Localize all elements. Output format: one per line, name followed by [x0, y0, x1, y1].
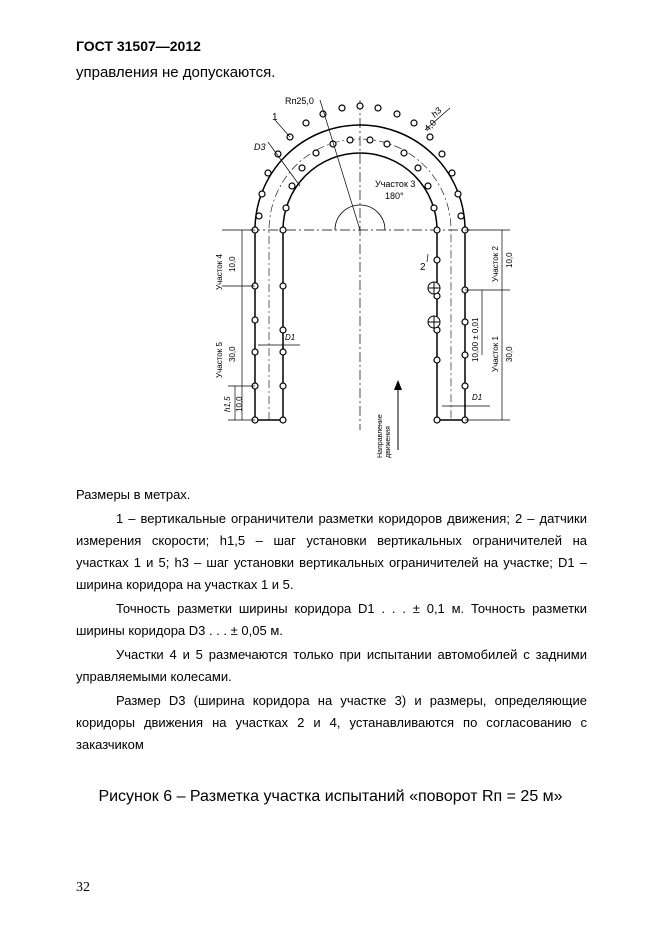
marker-2-label: 2	[420, 262, 426, 273]
section5-label: Участок 5	[215, 342, 224, 378]
section5-length: 30,0	[228, 346, 237, 362]
d3-label: D3	[254, 142, 266, 152]
d1-right-label: D1	[472, 393, 482, 402]
radius-label: Rп25,0	[285, 96, 314, 106]
section2-label: Участок 2	[491, 246, 500, 282]
section4-length: 10,0	[228, 256, 237, 272]
sensor-spacing-label: 10,00 ± 0,01	[471, 317, 480, 362]
sections-paragraph: Участки 4 и 5 размечаются только при исп…	[76, 647, 587, 684]
d1-left-label: D1	[285, 333, 295, 342]
section1-label: Участок 1	[491, 336, 500, 372]
section2-length: 10,0	[505, 252, 514, 268]
track-marking-figure: Rп25,0 1 D3 h3 4,0 Участок 3 180° 2 Учас…	[215, 96, 514, 458]
legend-paragraph: 1 – вертикальные ограничители разметки к…	[76, 511, 587, 592]
units-note: Размеры в метрах.	[76, 487, 191, 502]
h15-value: 10,0	[235, 396, 244, 412]
h3-label: h3	[429, 105, 443, 119]
size-paragraph: Размер D3 (ширина коридора на участке 3)…	[76, 693, 587, 752]
marker-1-label: 1	[272, 112, 278, 123]
direction-label-line2: движения	[385, 426, 392, 458]
section1-length: 30,0	[505, 346, 514, 362]
angle-label: 180°	[385, 191, 404, 201]
section4-label: Участок 4	[215, 254, 224, 290]
figure-caption: Рисунок 6 – Разметка участка испытаний «…	[98, 788, 563, 805]
document-header: ГОСТ 31507—2012	[76, 38, 201, 54]
accuracy-paragraph: Точность разметки ширины коридора D1 . .…	[76, 601, 587, 638]
continuation-text: управления не допускаются.	[76, 64, 276, 81]
direction-label-line1: Направление	[377, 414, 384, 458]
page-number: 32	[76, 880, 90, 895]
section3-label: Участок 3	[375, 179, 415, 189]
h15-label: h1,5	[223, 396, 232, 412]
